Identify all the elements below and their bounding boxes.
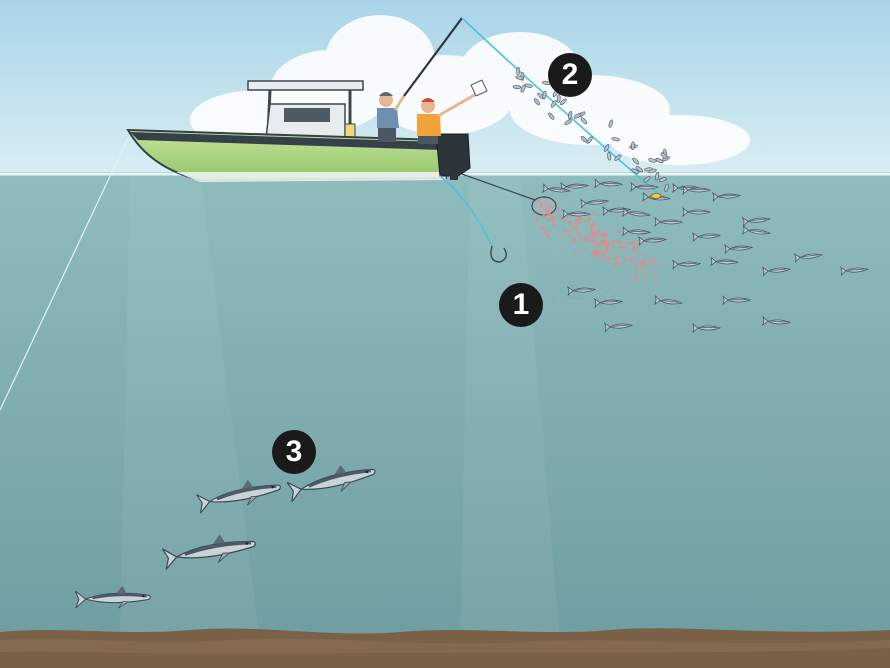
step-badge-2: 2 (548, 53, 592, 97)
bait-hook (490, 245, 507, 263)
light-rays (120, 176, 560, 640)
step-badge-3: 3 (272, 430, 316, 474)
cast-net-thrower-icon (417, 79, 488, 144)
cast-line (461, 17, 661, 196)
anchor-line (0, 137, 129, 411)
step-badge-1: 1 (499, 283, 543, 327)
big-fish-group (74, 464, 376, 609)
bait-fish-school-icon (503, 178, 870, 334)
rod-line (439, 175, 493, 247)
angler-with-rod-icon (377, 17, 463, 142)
chum-slick-icon (534, 200, 666, 284)
chum-line (461, 173, 536, 201)
center-console-boat-icon (126, 80, 471, 182)
